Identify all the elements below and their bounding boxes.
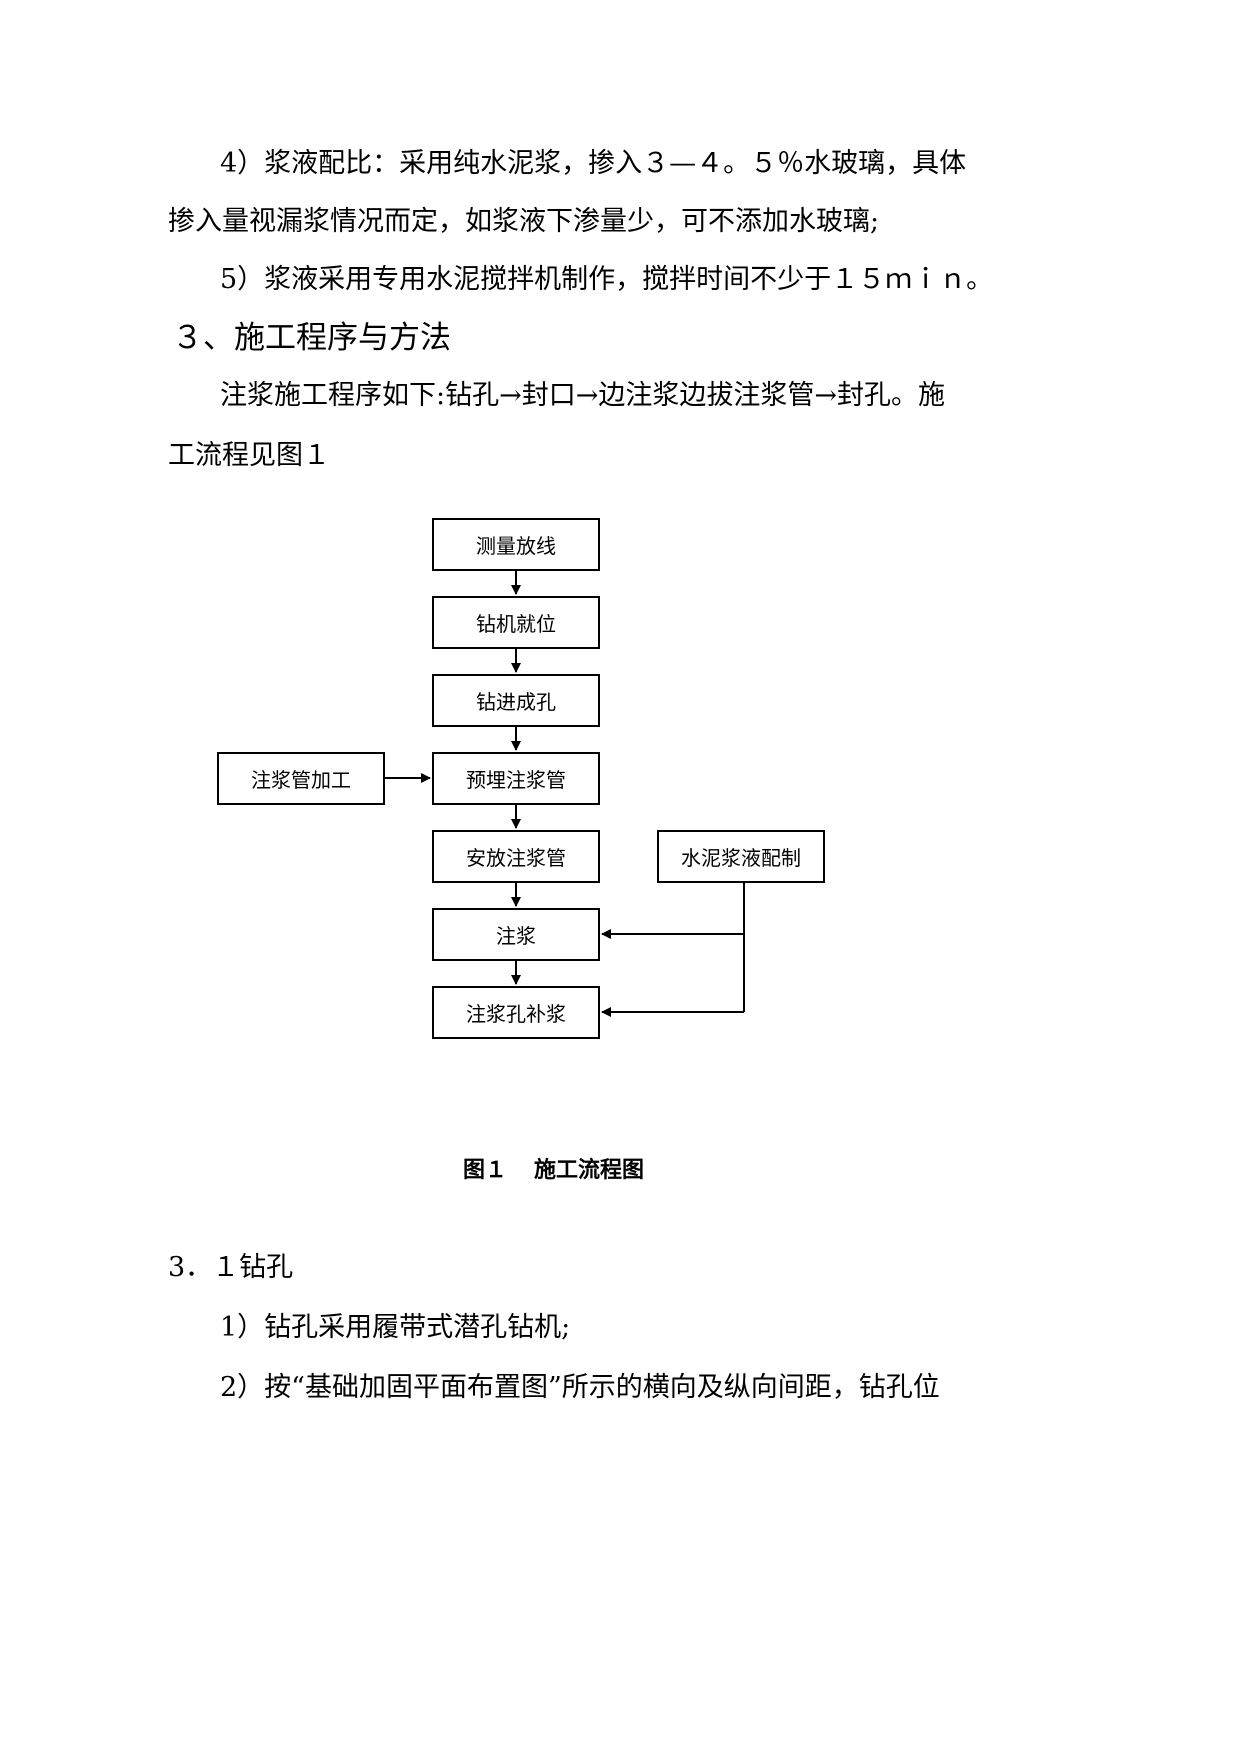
flow-box-drill: 钻进成孔: [432, 674, 600, 727]
flow-box-grout: 注浆: [432, 908, 600, 961]
paragraph-procedure-cont: 工流程见图１: [168, 440, 330, 471]
paragraph-mix-ratio: 4）浆液配比：采用纯水泥浆，掺入３—４。５％水玻璃，具体: [220, 148, 967, 179]
flow-box-install: 安放注浆管: [432, 830, 600, 883]
section-heading-procedure: ３、施工程序与方法: [172, 320, 451, 356]
flow-box-embed: 预埋注浆管: [432, 752, 600, 805]
figure-title: 施工流程图: [534, 1158, 645, 1183]
figure-number: 图１: [463, 1158, 508, 1183]
flow-box-measure: 测量放线: [432, 518, 600, 571]
paragraph-procedure: 注浆施工程序如下:钻孔→封口→边注浆边拔注浆管→封孔。施: [220, 380, 945, 411]
flow-box-pipe-process: 注浆管加工: [217, 752, 385, 805]
paragraph-drill-layout: 2）按“基础加固平面布置图”所示的横向及纵向间距，钻孔位: [220, 1372, 940, 1403]
flow-box-rig: 钻机就位: [432, 596, 600, 649]
paragraph-mixer: 5）浆液采用专用水泥搅拌机制作，搅拌时间不少于１５ｍｉｎ。: [220, 264, 994, 295]
paragraph-drill-rig: 1）钻孔采用履带式潜孔钻机;: [220, 1312, 571, 1343]
paragraph-mix-ratio-cont: 掺入量视漏浆情况而定，如浆液下渗量少，可不添加水玻璃;: [168, 206, 880, 237]
flow-box-cement: 水泥浆液配制: [657, 830, 825, 883]
section-heading-drilling: 3．１钻孔: [168, 1252, 294, 1283]
flow-box-refill: 注浆孔补浆: [432, 986, 600, 1039]
